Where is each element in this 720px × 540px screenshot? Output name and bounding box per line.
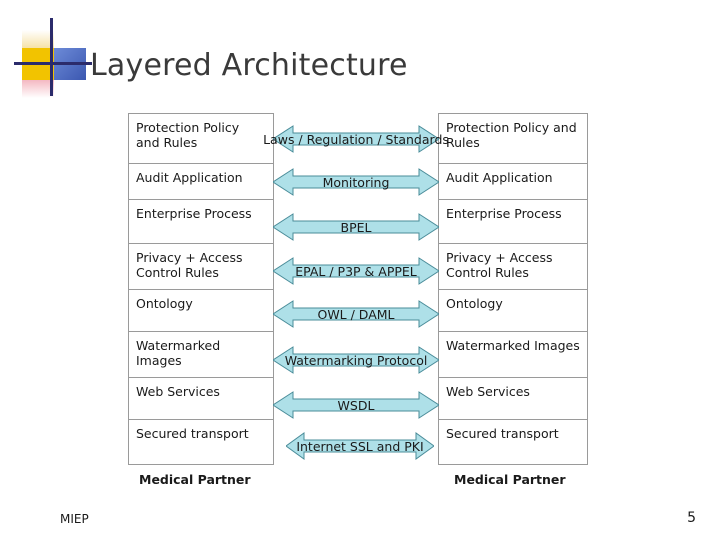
page-title: Layered Architecture xyxy=(90,48,408,83)
connector-label-5: Watermarking Protocol xyxy=(284,352,428,368)
connector-label-6: WSDL xyxy=(337,397,375,413)
left-layer-cell-1: Audit Application xyxy=(129,164,273,200)
connector-arrow-7: Internet SSL and PKI xyxy=(286,431,434,461)
left-layer-cell-7: Secured transport xyxy=(136,426,249,441)
connector-arrow-4: OWL / DAML xyxy=(273,299,439,329)
logo-gradient-top xyxy=(22,30,54,48)
right-layer-stack: Protection Policy and Rules Audit Applic… xyxy=(438,113,588,465)
left-layer-cell-0: Protection Policy and Rules xyxy=(129,114,273,164)
logo-horizontal-bar xyxy=(14,62,92,65)
right-column-footer: Medical Partner xyxy=(454,472,566,487)
logo-gradient-bottom xyxy=(22,80,54,98)
connector-label-1: Monitoring xyxy=(322,174,390,190)
right-layer-cell-7: Secured transport xyxy=(446,426,559,441)
connector-arrow-5: Watermarking Protocol xyxy=(273,345,439,375)
left-layer-cell-3: Privacy + Access Control Rules xyxy=(129,244,273,290)
left-layer-cell-5: Watermarked Images xyxy=(129,332,273,378)
double-arrow-icon xyxy=(273,300,439,328)
double-arrow-icon xyxy=(286,432,434,460)
right-layer-cell-6: Web Services xyxy=(439,378,587,420)
double-arrow-icon xyxy=(273,125,439,153)
left-column-footer: Medical Partner xyxy=(139,472,251,487)
double-arrow-icon xyxy=(273,346,439,374)
connector-arrow-1: Monitoring xyxy=(273,167,439,197)
connector-arrow-6: WSDL xyxy=(273,390,439,420)
right-layer-cell-3: Privacy + Access Control Rules xyxy=(439,244,587,290)
connector-arrow-2: BPEL xyxy=(273,212,439,242)
page-number: 5 xyxy=(687,510,696,526)
right-layer-cell-2: Enterprise Process xyxy=(439,200,587,244)
left-layer-cell-2: Enterprise Process xyxy=(129,200,273,244)
connector-arrow-0: Laws / Regulation / Standards xyxy=(263,124,449,154)
right-layer-cell-4: Ontology xyxy=(439,290,587,332)
right-layer-cell-1: Audit Application xyxy=(439,164,587,200)
left-layer-cell-6: Web Services xyxy=(129,378,273,420)
left-layer-cell-4: Ontology xyxy=(129,290,273,332)
right-layer-cell-5: Watermarked Images xyxy=(439,332,587,378)
connector-label-4: OWL / DAML xyxy=(317,306,395,322)
double-arrow-icon xyxy=(273,213,439,241)
logo-vertical-bar xyxy=(50,18,53,96)
connector-label-3: EPAL / P3P & APPEL xyxy=(295,263,417,279)
double-arrow-icon xyxy=(273,391,439,419)
connector-label-7: Internet SSL and PKI xyxy=(296,438,424,454)
left-layer-stack: Protection Policy and Rules Audit Applic… xyxy=(128,113,274,465)
double-arrow-icon xyxy=(273,168,439,196)
slide-footer-id: MIEP xyxy=(60,512,89,526)
connector-label-0: Laws / Regulation / Standards xyxy=(263,131,449,147)
double-arrow-icon xyxy=(273,257,439,285)
connector-arrow-3: EPAL / P3P & APPEL xyxy=(273,256,439,286)
right-layer-cell-0: Protection Policy and Rules xyxy=(439,114,587,164)
connector-label-2: BPEL xyxy=(340,219,372,235)
slide-logo xyxy=(14,18,92,98)
